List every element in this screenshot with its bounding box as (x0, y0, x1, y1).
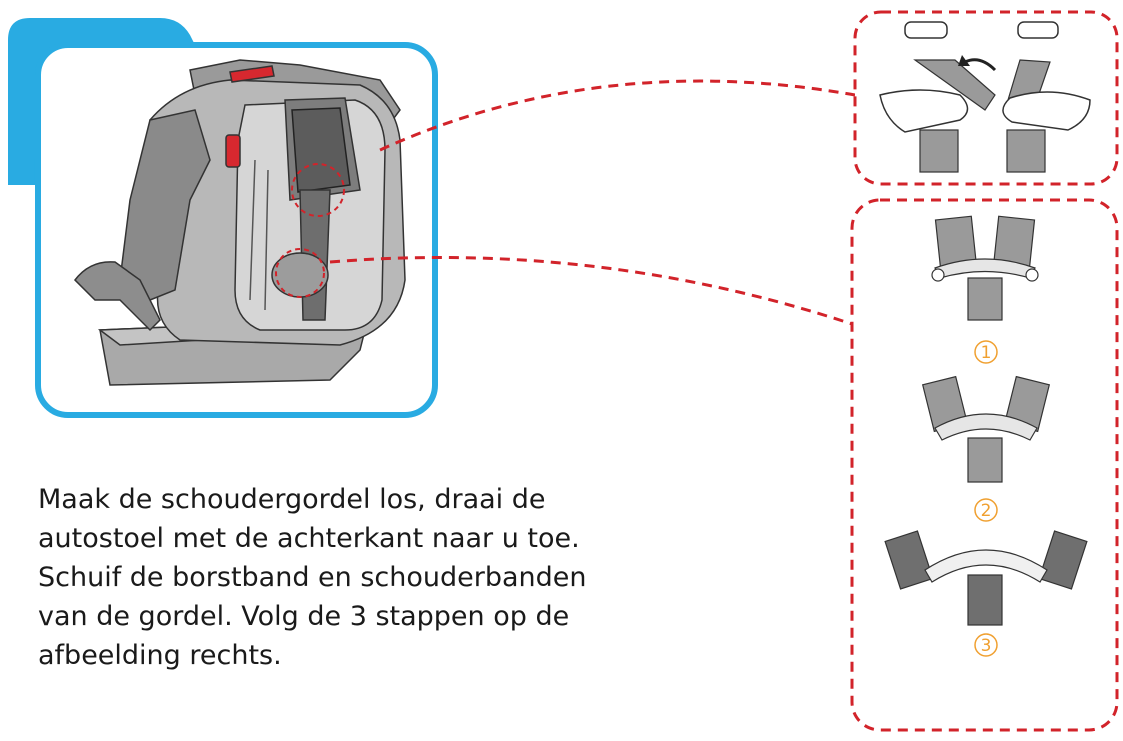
step-3-figure (884, 530, 1088, 626)
step-2-figure (921, 375, 1051, 483)
step-1-number: 1 (981, 343, 992, 363)
step-1-figure (931, 215, 1039, 321)
detail-box-top (853, 10, 1119, 186)
instruction-line: van de gordel. Volg de 3 stappen op de (38, 601, 570, 632)
step-2-number: 2 (981, 501, 992, 521)
instruction-line: afbeelding rechts. (38, 640, 282, 671)
instruction-line: Maak de schoudergordel los, draai de (38, 484, 546, 515)
detail-box-steps: 1 2 3 (850, 198, 1119, 732)
car-seat-illustration (74, 59, 406, 386)
instruction-text: Maak de schoudergordel los, draai de aut… (38, 480, 658, 675)
step-1-circle (974, 340, 998, 364)
step-3-number: 3 (981, 636, 992, 656)
instruction-line: autostoel met de achterkant naar u toe. (38, 523, 580, 554)
step-3-circle (974, 633, 998, 657)
instruction-line: Schuif de borstband en schouderbanden (38, 562, 587, 593)
callout-lines (329, 79, 856, 327)
step-2-circle (974, 498, 998, 522)
